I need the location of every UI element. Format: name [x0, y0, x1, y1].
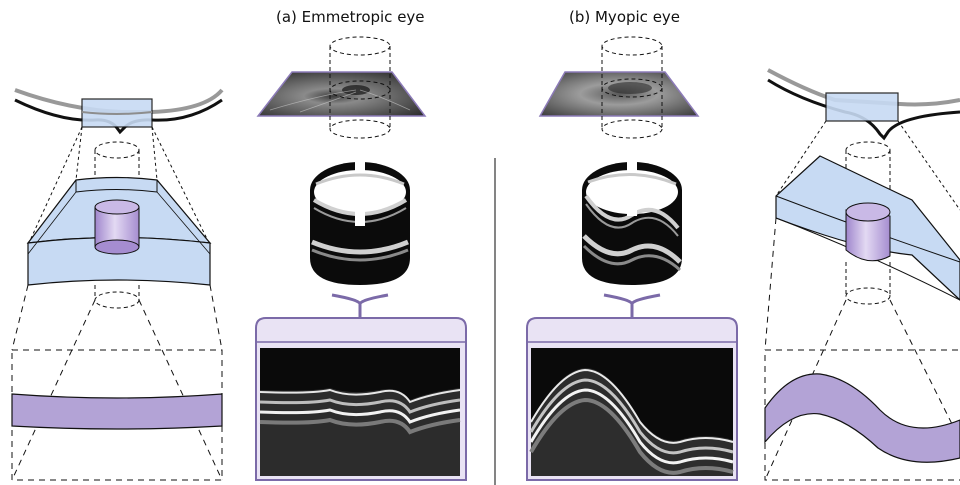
connector-stem: [332, 295, 388, 318]
caption-myopic: (b) Myopic eye: [569, 8, 680, 26]
oct-bscan-icon: [260, 348, 460, 476]
connector-stem: [604, 295, 660, 318]
eye-cross-section-icon: [768, 70, 960, 138]
fundus-image-icon: [540, 37, 698, 138]
fundus-image-icon: [258, 37, 425, 138]
emmetropic-panel: [256, 37, 466, 480]
eye-cross-section-icon: [15, 90, 222, 132]
cylindrical-oct-icon: [582, 162, 682, 285]
cylindrical-oct-icon: [310, 162, 410, 285]
sampling-ring-bottom: [95, 292, 139, 308]
flat-retina-band: [12, 394, 222, 429]
sampled-cylinder: [846, 203, 890, 261]
sampled-cylinder: [95, 200, 139, 254]
sampling-ring-top: [95, 142, 139, 158]
emmetropic-schematic: [12, 90, 222, 480]
myopic-panel: [527, 37, 737, 480]
wavy-retina-band: [765, 374, 960, 462]
caption-emmetropic: (a) Emmetropic eye: [276, 8, 425, 26]
myopic-schematic: [765, 70, 960, 480]
oct-bscan-icon: [531, 348, 733, 476]
